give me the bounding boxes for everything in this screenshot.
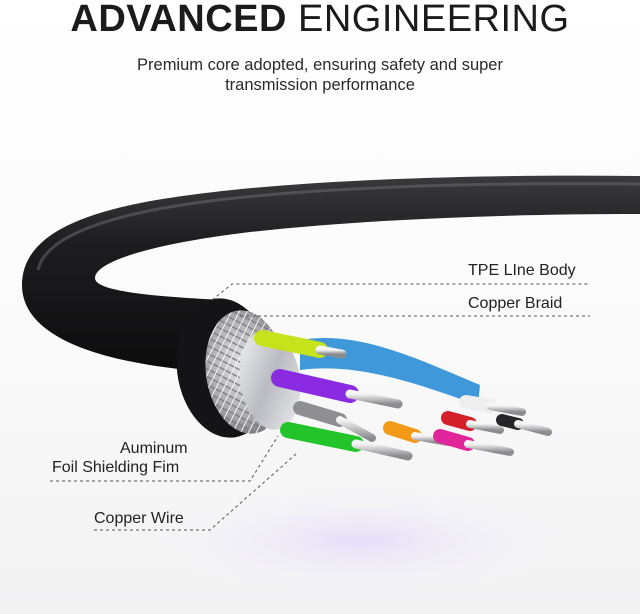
label-tpe-line-body: TPE LIne Body xyxy=(468,262,576,279)
cable-jacket xyxy=(22,175,640,372)
wire-magenta xyxy=(433,429,514,456)
wire-green xyxy=(280,422,413,461)
leader-wire xyxy=(94,453,297,531)
floor-reflection xyxy=(130,480,590,600)
label-copper-wire: Copper Wire xyxy=(94,510,184,527)
headline: ADVANCED ENGINEERING xyxy=(0,0,640,38)
wire-gray xyxy=(293,401,376,442)
label-copper-braid: Copper Braid xyxy=(468,295,563,312)
wire-black xyxy=(496,414,552,436)
leader-foil xyxy=(50,435,279,482)
subtitle-line-2: transmission performance xyxy=(225,76,415,94)
headline-light: ENGINEERING xyxy=(298,0,570,40)
jacket-highlight xyxy=(36,182,640,271)
subtitle-line-1: Premium core adopted, ensuring safety an… xyxy=(137,56,503,74)
wire-red xyxy=(441,411,504,434)
wire-white xyxy=(459,395,526,416)
callout-lines xyxy=(50,283,590,531)
headline-bold: ADVANCED xyxy=(70,0,287,40)
label-foil-line-1: Auminum xyxy=(120,440,188,457)
wire-yellow-green xyxy=(254,330,347,359)
leader-tpe xyxy=(211,283,590,301)
wire-purple xyxy=(271,369,403,409)
foil-shielding xyxy=(239,330,301,430)
label-foil-line-2: Foil Shielding Fim xyxy=(52,459,180,476)
